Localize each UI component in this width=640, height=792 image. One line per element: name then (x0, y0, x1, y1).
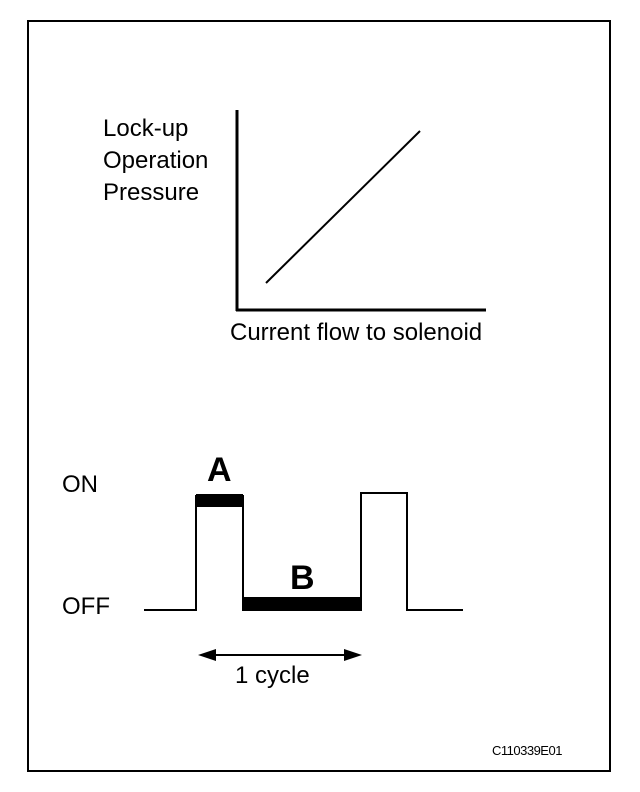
graph-proportional-line (265, 130, 421, 284)
cycle-label: 1 cycle (235, 662, 310, 689)
figure-frame (27, 20, 611, 772)
y-label-line-2: Operation (103, 147, 209, 174)
graph-x-axis-label: Current flow to solenoid (230, 319, 483, 346)
segment-b-label: B (290, 559, 315, 597)
graph-y-axis-label: Lock-up Operation Pressure (103, 113, 208, 209)
segment-a-label: A (207, 451, 232, 489)
off-level-label: OFF (62, 593, 110, 620)
figure-code: C110339E01 (492, 743, 562, 758)
on-level-label: ON (62, 471, 98, 498)
cycle-arrow-right-head (344, 649, 362, 661)
segment-b-bar (243, 597, 361, 611)
cycle-arrow-left-head (198, 649, 216, 661)
y-label-line-3: Pressure (103, 179, 200, 206)
segment-a-bar (196, 494, 243, 507)
y-label-line-1: Lock-up (103, 115, 189, 142)
